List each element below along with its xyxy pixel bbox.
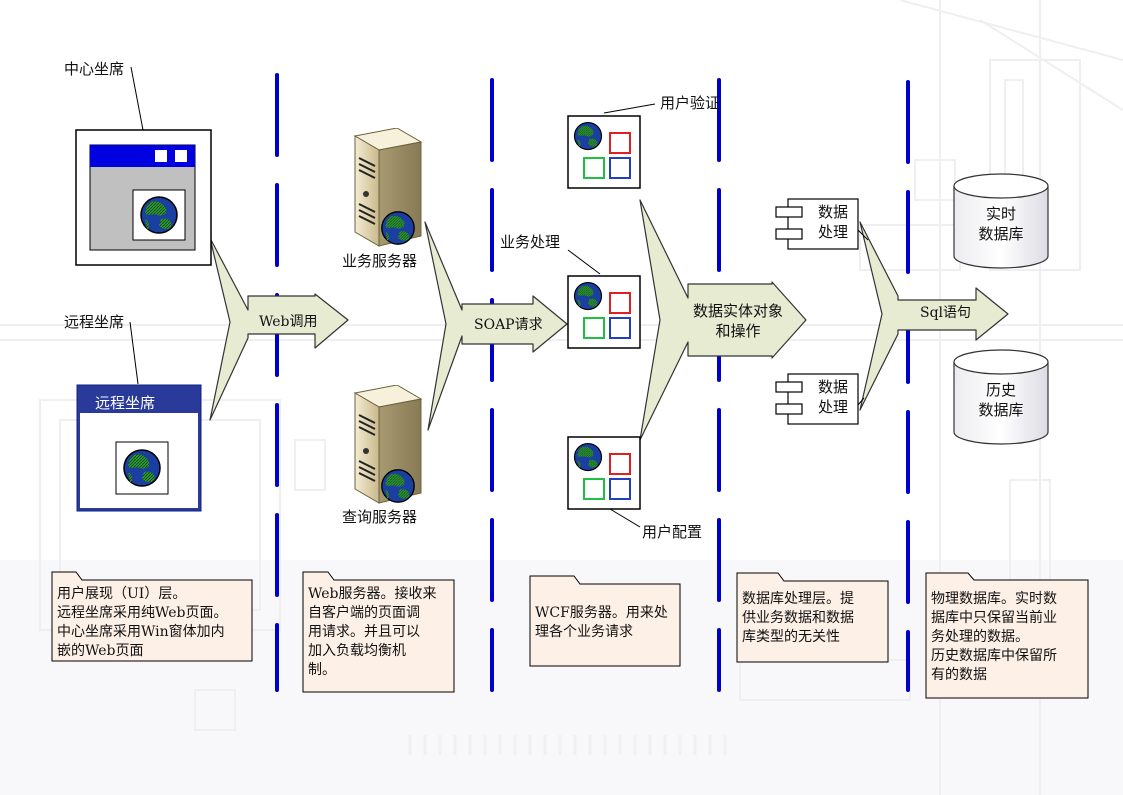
note-line: 库类型的无关性 [742, 629, 840, 645]
note-line: 物理数据库。实时数 [931, 591, 1057, 607]
soap-request-arrow [424, 221, 568, 431]
history-db-line1: 历史 [985, 381, 1016, 399]
data-process-2-line1: 数据 [817, 378, 848, 396]
history-database-icon [953, 349, 1049, 445]
globe-icon [123, 449, 161, 487]
business-server-icon [354, 128, 422, 247]
user-config-label: 用户配置 [642, 523, 703, 541]
business-process-label: 业务处理 [500, 233, 561, 251]
note-line: 据库中只保留当前业 [931, 610, 1057, 626]
data-entity-label-line2: 和操作 [715, 322, 761, 340]
data-entity-label: 数据实体对象 和操作 [686, 301, 790, 341]
tier-dividers [275, 73, 910, 692]
user-auth-component-icon [568, 116, 640, 188]
flow-arrows [209, 199, 1009, 441]
web-call-arrow [209, 237, 349, 421]
note-line: 数据库处理层。提 [742, 591, 854, 607]
query-server-icon [354, 385, 422, 504]
realtime-db-line1: 实时 [985, 205, 1016, 223]
user-auth-label: 用户验证 [660, 94, 721, 112]
remote-seat-window [76, 384, 202, 512]
sql-arrow [859, 221, 1009, 411]
data-process-1-line1: 数据 [817, 203, 848, 221]
wcf-server-note: WCF服务器。用来处 理各个业务请求 [530, 599, 680, 642]
physical-db-note: 物理数据库。实时数 据库中只保留当前业 务处理的数据。 历史数据库中保留所 有的… [926, 585, 1088, 685]
note-line: 理各个业务请求 [535, 624, 633, 640]
data-process-label-1: 数据 处理 [808, 202, 858, 242]
ui-layer-note: 用户展现（UI）层。 远程坐席采用纯Web页面。 中心坐席采用Win窗体加内 嵌… [52, 580, 252, 661]
business-server-label: 业务服务器 [342, 252, 418, 270]
note-line: 自客户端的页面调 [308, 605, 420, 621]
note-line: 历史数据库中保留所 [931, 648, 1057, 664]
center-seat-label: 中心坐席 [64, 60, 125, 78]
history-database-label: 历史 数据库 [956, 380, 1046, 420]
data-entity-label-line1: 数据实体对象 [692, 302, 783, 320]
note-folders [51, 571, 1089, 699]
user-config-component-icon [568, 437, 640, 509]
realtime-database-label: 实时 数据库 [956, 204, 1046, 244]
remote-seat-window-title: 远程坐席 [95, 394, 156, 412]
data-process-label-2: 数据 处理 [808, 377, 858, 417]
note-line: 远程坐席采用纯Web页面。 [57, 605, 228, 621]
business-process-component-icon [568, 276, 640, 348]
note-line: 供业务数据和数据 [742, 610, 854, 626]
web-call-label: Web调用 [259, 314, 318, 330]
note-line: 制。 [308, 662, 336, 678]
center-seat-window [75, 129, 212, 266]
note-line: 中心坐席采用Win窗体加内 [57, 624, 225, 640]
data-process-1-line2: 处理 [817, 223, 848, 241]
web-server-note: Web服务器。接收来 自客户端的页面调 用请求。并且可以 加入负载均衡机 制。 [303, 580, 454, 680]
remote-seat-label: 远程坐席 [64, 313, 125, 331]
realtime-database-icon [953, 173, 1049, 269]
note-line: Web服务器。接收来 [308, 586, 437, 602]
history-db-line2: 数据库 [978, 401, 1024, 419]
note-line: WCF服务器。用来处 [535, 605, 668, 621]
query-server-label: 查询服务器 [342, 508, 418, 526]
soap-request-label: SOAP请求 [474, 317, 543, 333]
note-line: 加入负载均衡机 [308, 643, 406, 659]
note-line: 用请求。并且可以 [308, 624, 420, 640]
data-process-2-line2: 处理 [817, 398, 848, 416]
leader-lines [129, 66, 869, 528]
db-layer-note: 数据库处理层。提 供业务数据和数据 库类型的无关性 [737, 585, 888, 647]
note-line: 有的数据 [931, 667, 987, 683]
realtime-db-line2: 数据库 [978, 225, 1024, 243]
globe-icon [140, 196, 178, 234]
note-line: 嵌的Web页面 [57, 643, 144, 659]
note-line: 务处理的数据。 [931, 629, 1029, 645]
note-line: 用户展现（UI）层。 [57, 586, 187, 602]
sql-label: Sql语句 [920, 305, 972, 321]
